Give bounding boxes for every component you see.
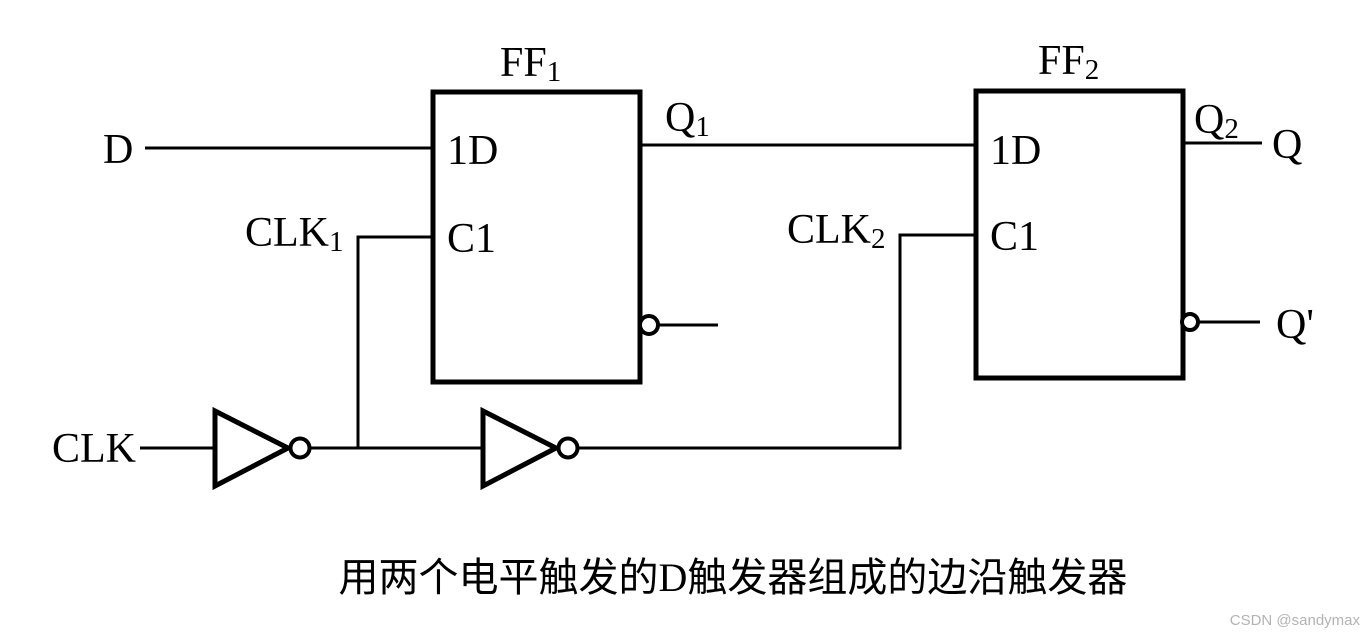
ff2-pin-c1: C1 bbox=[990, 214, 1039, 260]
ff1-pin-c1: C1 bbox=[447, 216, 496, 262]
ff1-title: FF1 bbox=[500, 40, 561, 88]
ff1-pin-1d: 1D bbox=[447, 128, 498, 174]
label-clk2: CLK2 bbox=[787, 207, 886, 255]
inverter2-bubble-icon bbox=[556, 436, 580, 460]
inverter2-triangle bbox=[480, 406, 562, 491]
label-clk: CLK bbox=[52, 426, 136, 472]
label-q-prime: Q' bbox=[1276, 302, 1314, 348]
ff2-title-base: FF bbox=[1038, 38, 1085, 84]
label-d: D bbox=[103, 127, 133, 173]
ff2-title-sub: 2 bbox=[1085, 54, 1100, 86]
ff1-qbar-bubble-icon bbox=[638, 314, 660, 336]
label-q2-sub: 2 bbox=[1224, 113, 1239, 145]
ff2-box bbox=[973, 88, 1186, 381]
label-q1: Q1 bbox=[665, 95, 710, 143]
label-clk1-base: CLK bbox=[245, 210, 329, 256]
figure-caption: 用两个电平触发的D触发器组成的边沿触发器 bbox=[339, 555, 1128, 600]
label-clk2-base: CLK bbox=[787, 207, 871, 253]
label-clk1-sub: 1 bbox=[329, 226, 344, 258]
ff2-title: FF2 bbox=[1038, 38, 1099, 86]
watermark: CSDN @sandymax bbox=[1230, 612, 1361, 629]
ff2-qbar-bubble-icon bbox=[1180, 312, 1200, 332]
label-q: Q bbox=[1272, 122, 1302, 168]
label-q2: Q2 bbox=[1194, 97, 1239, 145]
inverter1-triangle bbox=[212, 406, 294, 491]
label-clk1: CLK1 bbox=[245, 210, 344, 258]
label-clk2-sub: 2 bbox=[871, 223, 886, 255]
label-q1-sub: 1 bbox=[695, 111, 710, 143]
ff1-title-base: FF bbox=[500, 40, 547, 86]
label-q2-base: Q bbox=[1194, 97, 1224, 143]
ff1-box bbox=[430, 89, 643, 385]
ff2-pin-1d: 1D bbox=[990, 128, 1041, 174]
wire-clk1 bbox=[356, 235, 433, 448]
ff1-title-sub: 1 bbox=[547, 56, 562, 88]
inverter1-bubble-icon bbox=[288, 436, 312, 460]
wire-clk2 bbox=[579, 233, 976, 450]
label-q1-base: Q bbox=[665, 95, 695, 141]
